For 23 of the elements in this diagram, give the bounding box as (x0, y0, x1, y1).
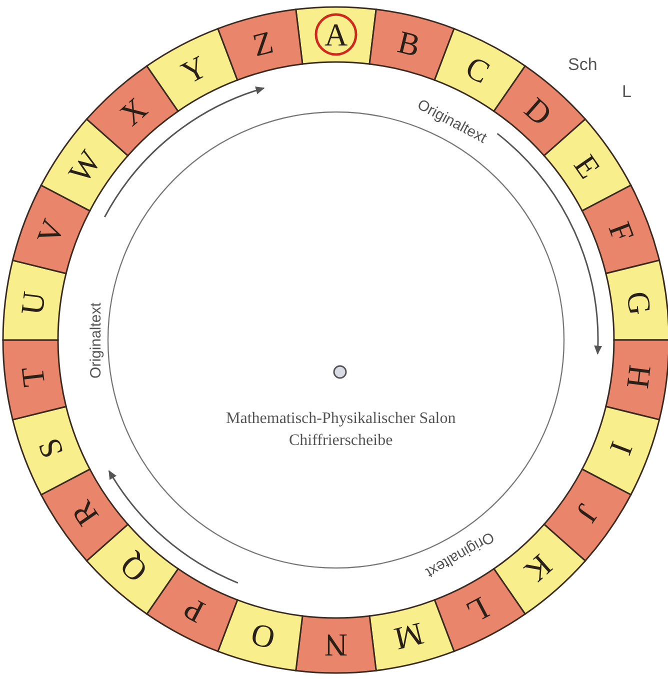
letter-segment: H (605, 339, 668, 420)
letter-segment: U (2, 260, 67, 341)
letter-segment: T (2, 339, 67, 420)
letter-segment: K (493, 524, 586, 615)
letter-segment: I (581, 406, 660, 496)
letter-segment: J (543, 468, 632, 562)
letter-segment: B (368, 8, 455, 81)
disk-caption: Chiffrierscheibe (289, 432, 393, 450)
direction-label: Originaltext (87, 302, 104, 378)
letter-segment: Q (86, 524, 179, 615)
letter-segment: V (12, 184, 91, 274)
cut-off-text: L (622, 82, 632, 102)
letter-segment: O (217, 599, 304, 672)
letter-segment: W (40, 118, 129, 212)
letter-segment: S (12, 406, 91, 496)
disk-caption: Mathematisch-Physikalischer Salon (226, 410, 456, 428)
letter-segment: P (146, 568, 238, 652)
letter-segment: M (368, 599, 455, 672)
letter-segment: Y (146, 28, 238, 112)
letter-segment: Z (217, 8, 304, 81)
letter-segment: F (581, 184, 660, 274)
letter-segment: N (295, 615, 377, 674)
letter-segment: G (605, 260, 668, 341)
